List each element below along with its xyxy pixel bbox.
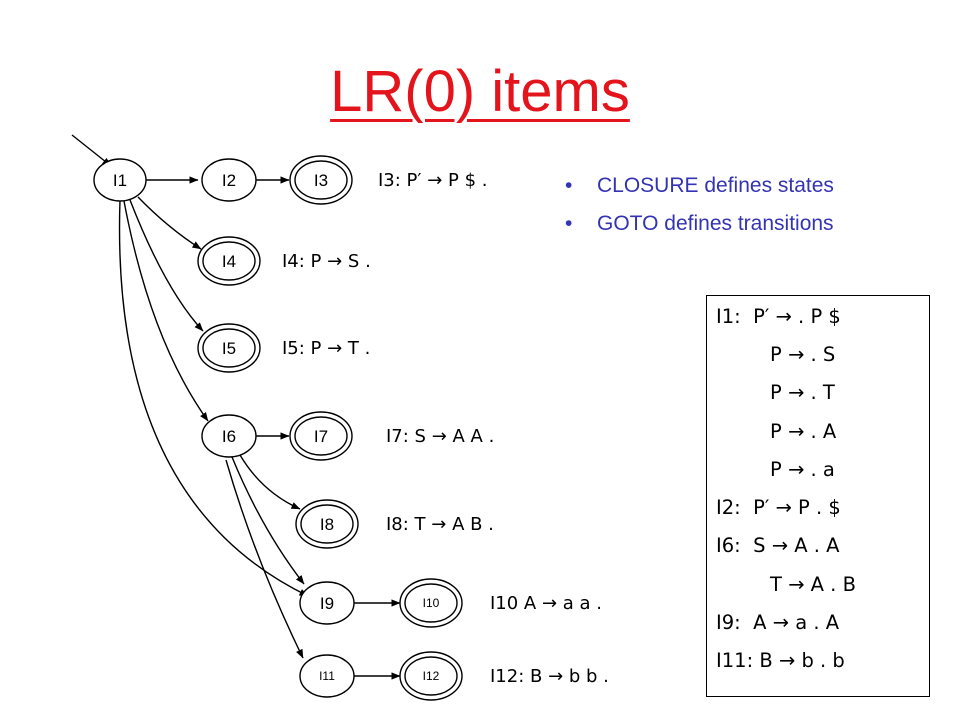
box-line-i2: I2: P′ → P . $: [716, 496, 841, 519]
item-label-i10: I10 A → a a .: [490, 593, 602, 614]
item-label-i5: I5: P → T .: [282, 338, 370, 359]
state-label-i6: I6: [222, 427, 236, 446]
box-line-i6: I6: S → A . A: [716, 534, 840, 557]
item-label-i4: I4: P → S .: [282, 251, 371, 272]
state-node-i8: I8: [295, 499, 359, 549]
box-line-i1-c: P → . T: [770, 381, 835, 404]
slide-title: LR(0) items: [330, 59, 630, 124]
box-line-i6-b: T → A . B: [770, 573, 856, 596]
bullet-item-goto: •GOTO defines transitions: [565, 212, 834, 235]
state-node-i10: I10: [399, 578, 463, 628]
item-label-i7: I7: S → A A .: [386, 426, 494, 447]
state-node-i5: I5: [197, 323, 261, 373]
edge-i6-i11: [225, 459, 304, 659]
state-node-i1: I1: [93, 158, 147, 202]
box-line-i9: I9: A → a . A: [716, 611, 840, 634]
state-node-i4: I4: [197, 236, 261, 286]
item-set-box: I1: P′ → . P $ P → . S P → . T P → . A P…: [706, 295, 930, 697]
bullet-text: GOTO defines transitions: [597, 212, 834, 235]
state-label-i12: I12: [423, 669, 440, 683]
edge-i6-i9: [231, 456, 305, 585]
box-line-i1-e: P → . a: [770, 458, 835, 481]
state-label-i7: I7: [314, 427, 328, 446]
bullet-list: •CLOSURE defines states •GOTO defines tr…: [565, 174, 834, 250]
state-node-i9: I9: [299, 581, 355, 625]
box-line-i1-d: P → . A: [770, 420, 837, 443]
state-label-i5: I5: [222, 339, 236, 358]
transition-edges: [71, 134, 401, 680]
state-label-i1: I1: [113, 171, 127, 190]
state-label-i8: I8: [320, 515, 334, 534]
box-line-i1-b: P → . S: [770, 343, 836, 366]
state-node-i7: I7: [289, 411, 353, 461]
state-label-i9: I9: [320, 594, 334, 613]
item-label-i12: I12: B → b b .: [490, 666, 609, 687]
item-label-i3: I3: P′ → P $ .: [378, 170, 488, 191]
bullet-item-closure: •CLOSURE defines states: [565, 174, 834, 197]
state-label-i10: I10: [423, 596, 440, 610]
box-line-i1: I1: P′ → . P $: [716, 305, 841, 328]
edge-i1-i5: [129, 199, 204, 332]
state-label-i2: I2: [222, 171, 236, 190]
state-label-i4: I4: [222, 252, 236, 271]
state-label-i11: I11: [319, 669, 335, 683]
start-arrow: [71, 134, 112, 167]
edge-i1-i6: [123, 200, 209, 422]
bullet-text: CLOSURE defines states: [597, 174, 834, 197]
state-node-i6: I6: [201, 414, 257, 458]
item-label-i8: I8: T → A B .: [386, 514, 494, 535]
edge-i6-i8: [239, 454, 301, 510]
box-line-i11: I11: B → b . b: [716, 649, 845, 672]
state-node-i12: I12: [399, 651, 463, 701]
edge-i1-i9: [118, 199, 309, 597]
state-node-i3: I3: [289, 155, 353, 205]
edge-i1-i4: [137, 196, 202, 250]
state-label-i3: I3: [314, 171, 328, 190]
state-node-i11: I11: [299, 654, 355, 698]
state-node-i2: I2: [201, 158, 257, 202]
